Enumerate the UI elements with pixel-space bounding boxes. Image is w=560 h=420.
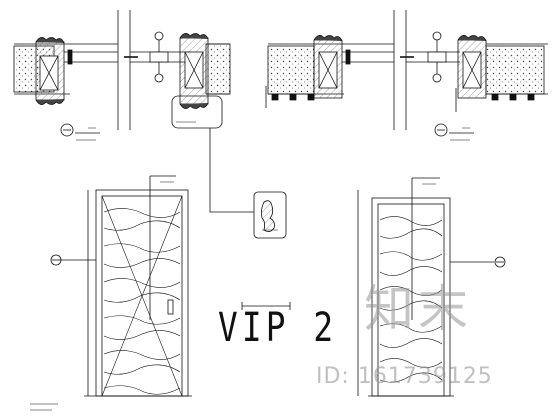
- scale-note: [30, 403, 58, 411]
- section-callout-left: [60, 123, 100, 141]
- door-elevation-right: [357, 177, 506, 397]
- detail-callout-box: [171, 95, 254, 213]
- watermark-brand: 知末: [364, 280, 472, 338]
- plan-detail-right-1: [265, 10, 395, 130]
- plan-detail-left-2: [124, 10, 231, 130]
- plan-detail-right-2: [400, 10, 548, 130]
- section-marker-icon: [60, 123, 74, 137]
- door-elevation-left: [50, 175, 192, 397]
- title-dimension-mark: [241, 302, 291, 310]
- drawing-title: VIP 2: [218, 305, 338, 351]
- hinge-detail-icon: [253, 191, 287, 239]
- watermark-id: ID: 161739125: [316, 364, 493, 389]
- plan-detail-left-1: [13, 10, 119, 130]
- section-callout-right: [434, 123, 474, 141]
